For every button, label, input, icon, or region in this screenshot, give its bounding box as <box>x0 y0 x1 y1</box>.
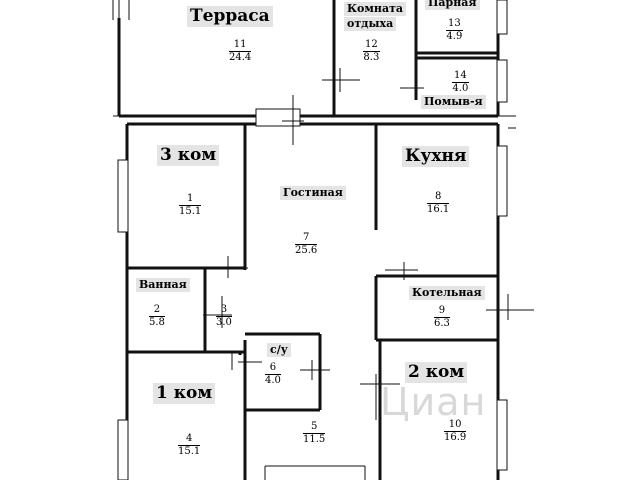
room-label-rest-line2: отдыха <box>344 17 397 32</box>
room-label-boiler: Котельная <box>409 286 485 301</box>
door-marks <box>203 68 534 420</box>
room-label-wc: с/у <box>267 343 291 358</box>
room-label-living: Гостиная <box>280 186 346 201</box>
room-label-wash: Помыв-я <box>421 95 486 110</box>
watermark-logo: Циан <box>380 380 487 424</box>
room-label-kitchen: Кухня <box>402 146 470 167</box>
room-label-steam: Парная <box>425 0 480 11</box>
room-label-bedroom2: 2 ком <box>405 362 468 383</box>
room-label-bedroom3: 3 ком <box>157 145 220 166</box>
room-label-bedroom1: 1 ком <box>153 383 216 404</box>
room-label-bath: Ванная <box>136 278 190 293</box>
room-label-rest-line1: Комната <box>344 2 407 17</box>
house-outer-walls <box>113 108 516 480</box>
room-label-terrace: Терраса <box>187 6 273 27</box>
interior-walls <box>127 124 498 480</box>
